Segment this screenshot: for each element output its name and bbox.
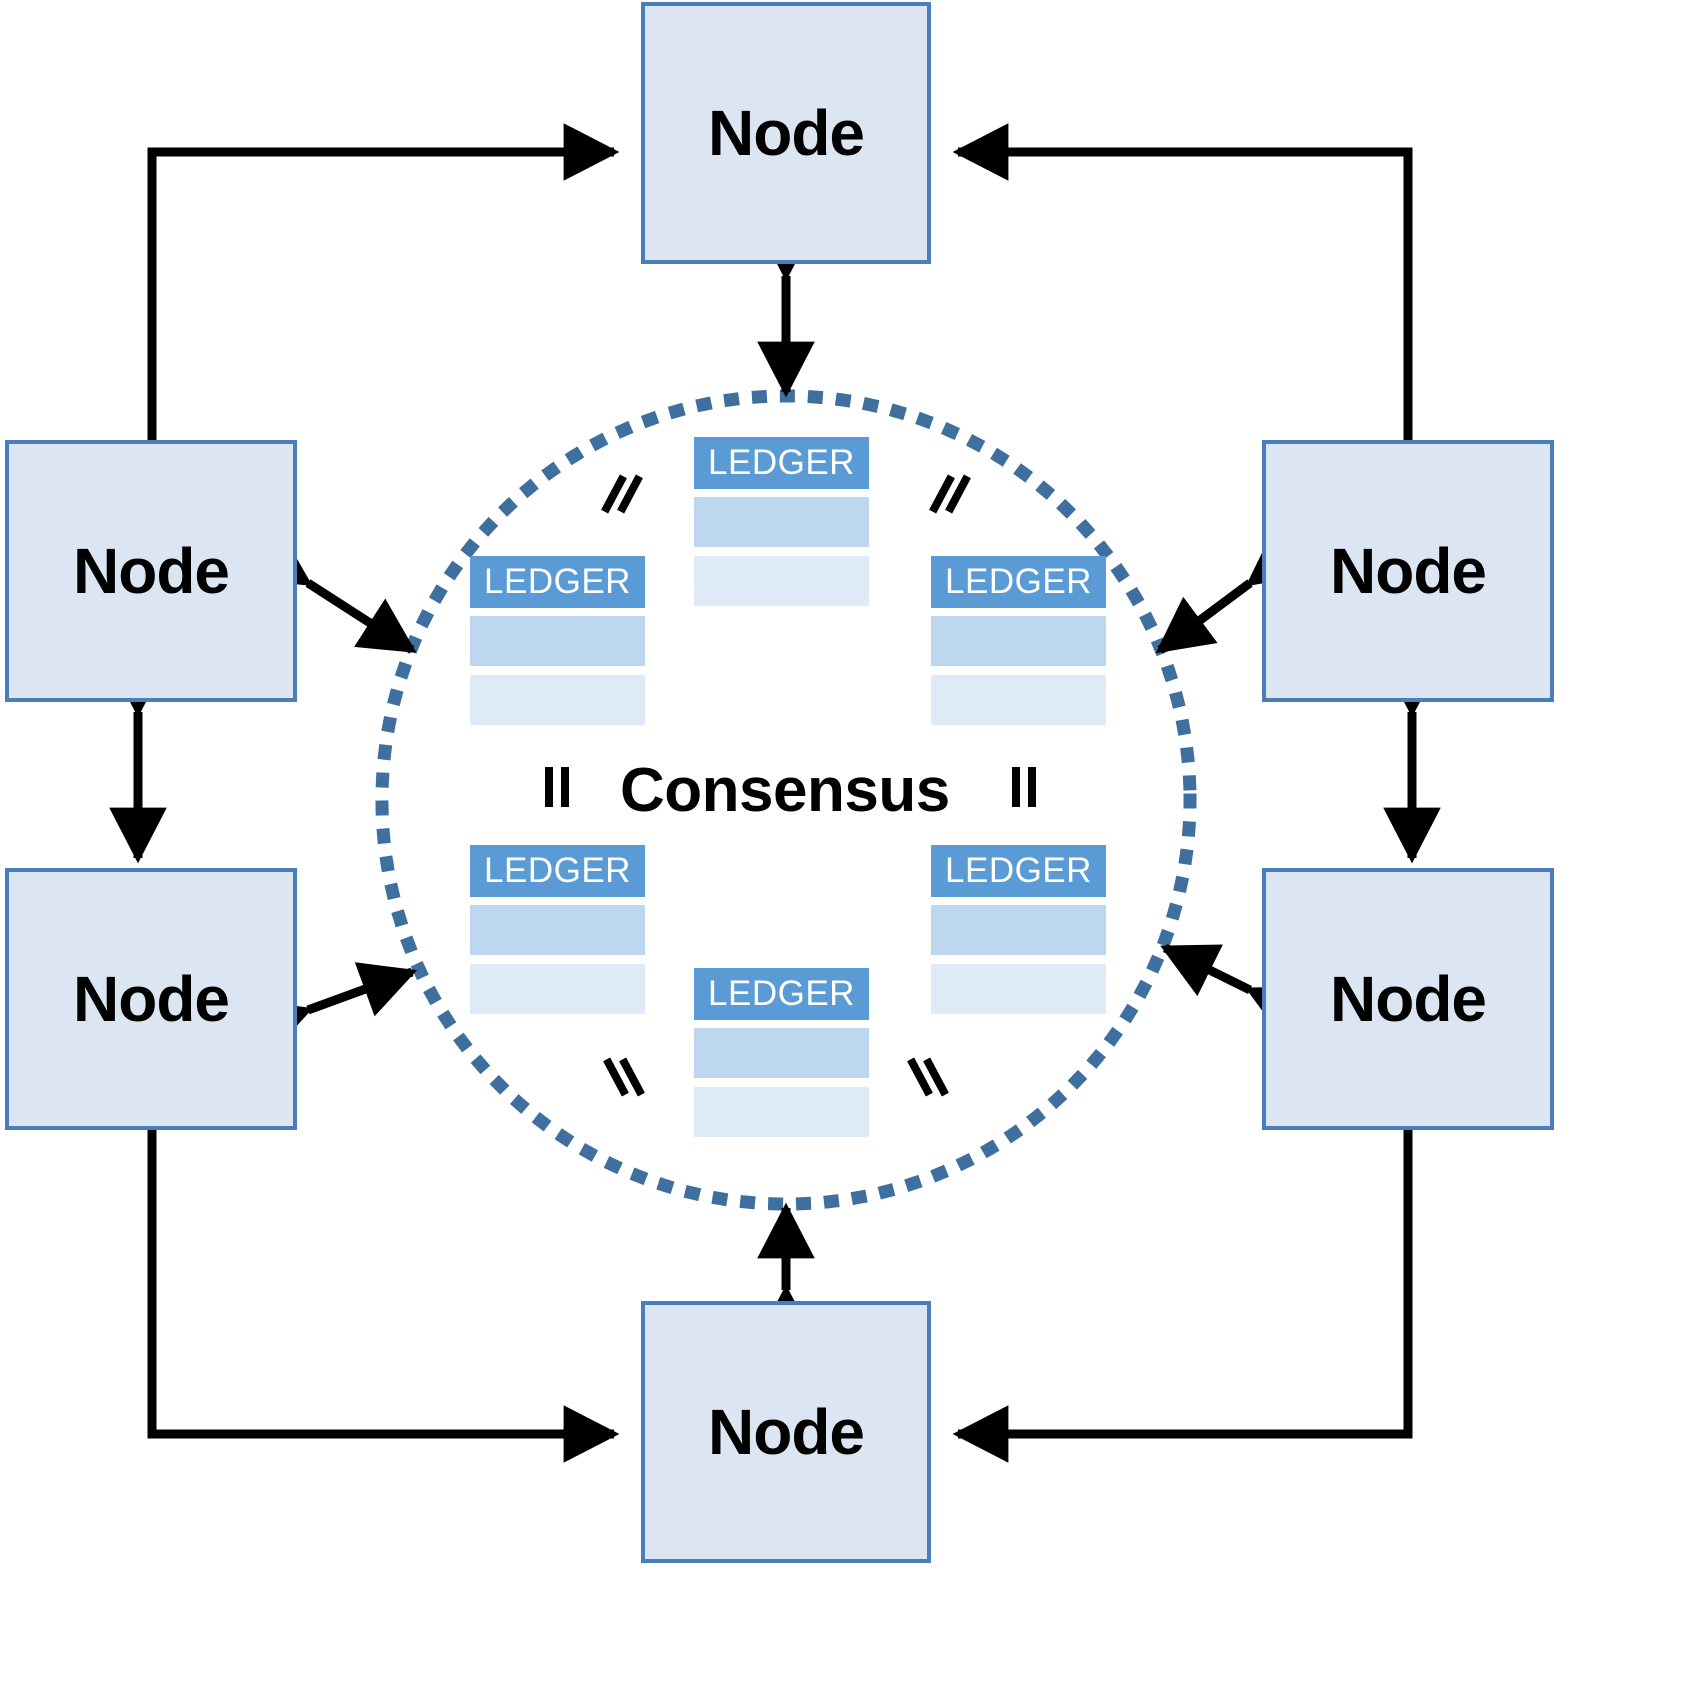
node-label: Node — [73, 963, 230, 1035]
equals-icon-mid-left — [535, 765, 579, 809]
node-box-left-lower[interactable]: Node — [5, 868, 297, 1130]
arrow-rightupper-to-top — [952, 123, 1413, 440]
ledger-row-2 — [470, 675, 645, 725]
ledger-row-1 — [694, 497, 869, 547]
ledger-top[interactable]: LEDGER — [694, 437, 869, 606]
ledger-left-lower[interactable]: LEDGER — [470, 845, 645, 1014]
equals-icon-bottom-left — [603, 1055, 648, 1099]
arrow-leftupper-to-circle — [250, 531, 417, 654]
arrow-leftupper-to-top — [147, 123, 620, 440]
arrow-leftlower-to-bottom — [147, 1130, 620, 1463]
node-label: Node — [708, 1396, 865, 1468]
equals-icon-bottom-right — [907, 1055, 952, 1099]
ledger-row-1 — [931, 905, 1106, 955]
ledger-left-upper[interactable]: LEDGER — [470, 556, 645, 725]
ledger-header: LEDGER — [694, 968, 869, 1020]
ledger-right-upper[interactable]: LEDGER — [931, 556, 1106, 725]
ledger-row-1 — [931, 616, 1106, 666]
arrow-leftlower-to-circle — [250, 962, 418, 1055]
node-label: Node — [73, 535, 230, 607]
ledger-header: LEDGER — [931, 845, 1106, 897]
ledger-right-lower[interactable]: LEDGER — [931, 845, 1106, 1014]
node-box-left-upper[interactable]: Node — [5, 440, 297, 702]
equals-icon-mid-right — [1002, 765, 1046, 809]
ledger-header: LEDGER — [470, 556, 645, 608]
node-box-right-upper[interactable]: Node — [1262, 440, 1554, 702]
ledger-row-2 — [470, 964, 645, 1014]
ledger-header: LEDGER — [931, 556, 1106, 608]
ledger-bottom[interactable]: LEDGER — [694, 968, 869, 1137]
arrow-rightlower-to-circle — [1160, 943, 1308, 1039]
ledger-row-1 — [470, 905, 645, 955]
ledger-row-2 — [931, 675, 1106, 725]
arrow-rightupper-to-circle — [1155, 529, 1308, 654]
node-box-top[interactable]: Node — [641, 2, 931, 264]
node-label: Node — [1330, 535, 1487, 607]
ledger-row-2 — [931, 964, 1106, 1014]
arrow-rightlower-to-bottom — [952, 1130, 1413, 1463]
equals-icon-top-right — [929, 472, 974, 516]
node-box-bottom[interactable]: Node — [641, 1301, 931, 1563]
ledger-header: LEDGER — [694, 437, 869, 489]
ledger-row-1 — [694, 1028, 869, 1078]
node-label: Node — [1330, 963, 1487, 1035]
equals-icon-top-left — [601, 472, 646, 516]
ledger-row-2 — [694, 556, 869, 606]
node-box-right-lower[interactable]: Node — [1262, 868, 1554, 1130]
consensus-label: Consensus — [620, 756, 950, 825]
ledger-header: LEDGER — [470, 845, 645, 897]
node-label: Node — [708, 97, 865, 169]
ledger-row-1 — [470, 616, 645, 666]
ledger-row-2 — [694, 1087, 869, 1137]
